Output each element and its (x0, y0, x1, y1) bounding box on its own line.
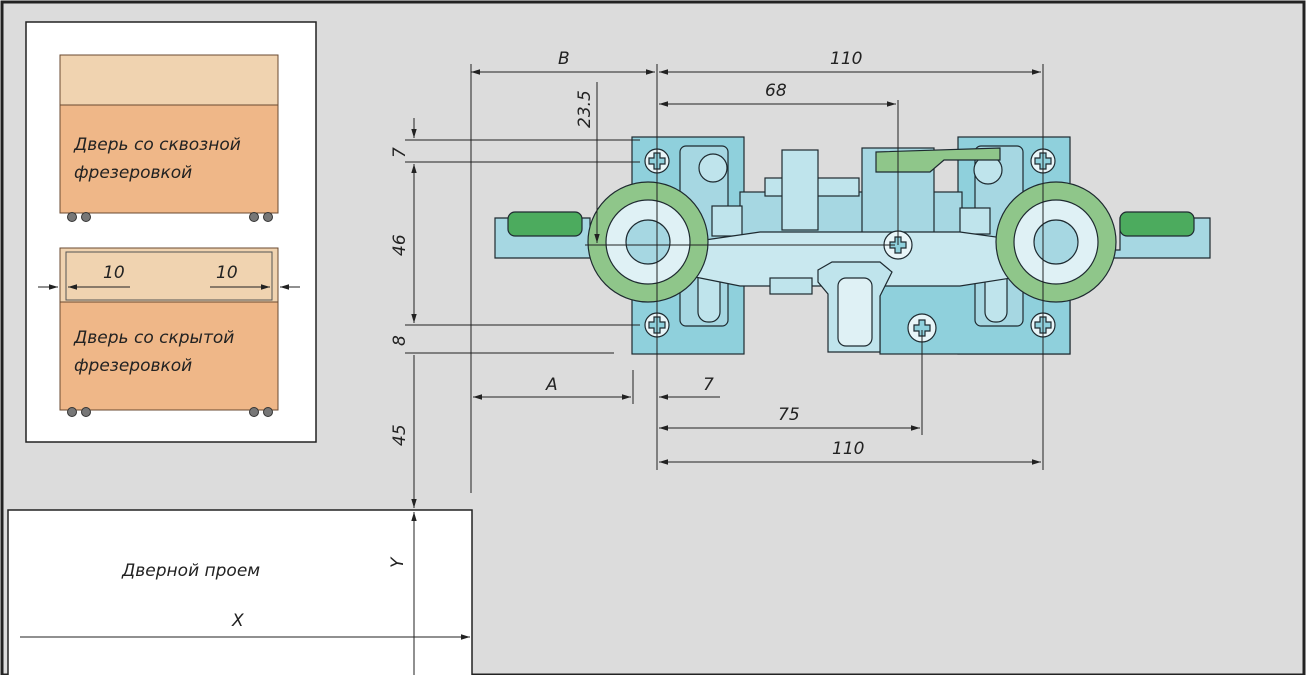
dim-7-left: 7 (390, 147, 410, 158)
door-opening-panel: Дверной проем X Y (7, 509, 473, 675)
dimension-labels: B 110 68 23.5 7 46 8 45 A 7 75 110 (390, 49, 864, 459)
dim-B: B (558, 49, 570, 69)
dim-68: 68 (765, 81, 787, 101)
dim-75: 75 (778, 405, 800, 425)
door-through-label-1: Дверь со сквозной (73, 135, 241, 155)
dim-A: A (545, 375, 558, 395)
dim-45: 45 (390, 424, 410, 446)
dim-7-bottom: 7 (703, 375, 714, 395)
door-through-label-2: фрезеровкой (74, 163, 192, 183)
opening-label: Дверной проем (121, 561, 260, 581)
dim-23-5: 23.5 (575, 90, 595, 128)
offset-left-label: 10 (103, 263, 125, 283)
door-hidden-milling: 10 10 Дверь со скрытой фрезеровкой (38, 247, 300, 417)
dim-bottom-110: 110 (832, 439, 864, 459)
door-through-milling: Дверь со сквозной фрезеровкой (59, 54, 279, 222)
dim-46: 46 (390, 234, 410, 256)
door-inset-panel: Дверь со сквозной фрезеровкой 10 10 Двер… (25, 21, 317, 443)
dim-8: 8 (390, 335, 410, 346)
offset-right-label: 10 (216, 263, 238, 283)
dimension-lines (405, 64, 1044, 508)
opening-x-label: X (231, 611, 244, 631)
dim-top-110: 110 (830, 49, 862, 69)
door-hidden-label-1: Дверь со скрытой (73, 328, 234, 348)
door-hidden-label-2: фрезеровкой (74, 356, 192, 376)
opening-y-label: Y (388, 556, 408, 568)
